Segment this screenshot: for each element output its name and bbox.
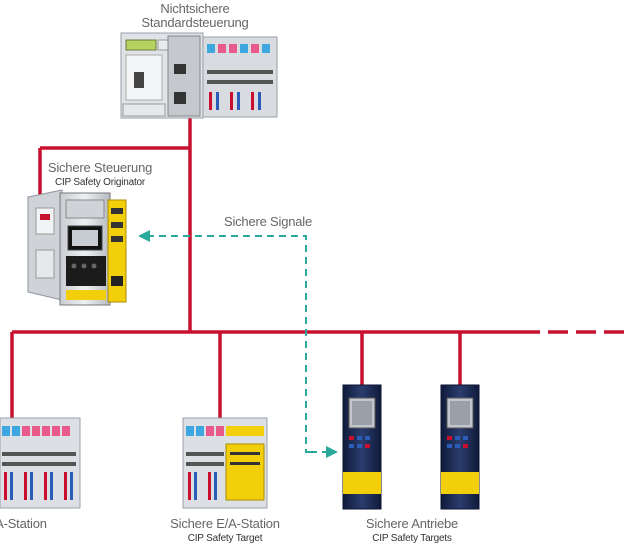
safety-controller-icon	[27, 189, 127, 306]
top-controller-label-line1: Nichtsichere	[160, 1, 230, 16]
io-station-icon	[0, 417, 81, 509]
top-controller-label-line2: Standardsteuerung	[141, 15, 249, 30]
plc-device-icon	[120, 32, 204, 119]
safe-io-station-label: Sichere E/A-Station	[170, 516, 280, 531]
plc-io-terminals	[202, 36, 278, 118]
safe-controller-title: Sichere Steuerung	[47, 160, 153, 175]
ethernet-bus	[10, 118, 540, 418]
safe-drives-label: Sichere Antriebe	[365, 516, 459, 531]
io-station-label: E/A-Station	[0, 516, 47, 531]
safe-drives-sublabel: CIP Safety Targets	[372, 533, 452, 544]
safe-io-station-icon	[182, 417, 268, 509]
signal-arrowhead-left	[138, 230, 150, 242]
safe-io-station-sublabel: CIP Safety Target	[187, 533, 263, 544]
drive-icon	[342, 384, 382, 510]
safe-controller-subtitle: CIP Safety Originator	[54, 177, 146, 188]
drive-icon	[440, 384, 480, 510]
signal-arrowhead-right	[326, 446, 338, 458]
safe-signal-label: Sichere Signale	[223, 214, 313, 229]
